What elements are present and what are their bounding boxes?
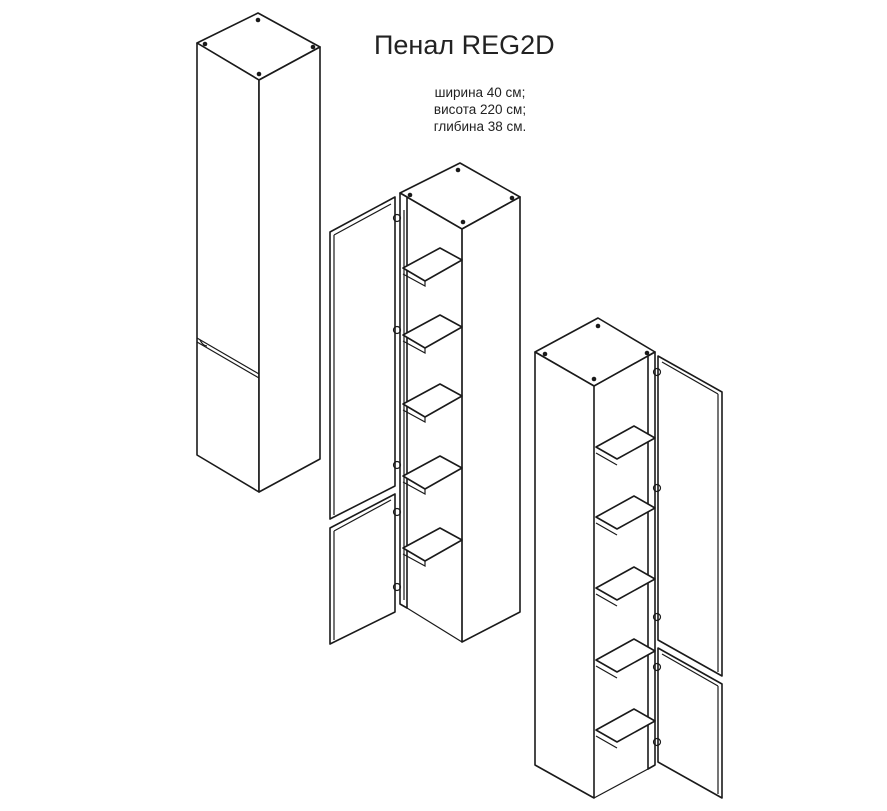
open-right-side-panel xyxy=(534,351,595,799)
open-right-upper-door xyxy=(657,355,723,677)
open-right-hinges xyxy=(652,367,662,747)
height-spec: висота 220 см; xyxy=(433,102,527,117)
closed-front-face xyxy=(196,42,260,493)
closed-side-panel xyxy=(258,46,321,493)
open-left-hinges xyxy=(392,213,402,592)
open-right-lower-door xyxy=(657,647,723,799)
open-left-upper-door xyxy=(329,196,396,520)
open-left-shelf xyxy=(402,247,463,282)
depth-spec: глибина 38 см. xyxy=(433,119,527,134)
cabinet-open-left-view xyxy=(329,162,521,645)
closed-door-gap xyxy=(196,337,260,379)
cabinet-open-right-view xyxy=(534,317,723,799)
cabinet-closed-view xyxy=(196,12,321,493)
open-left-side-panel xyxy=(461,196,521,643)
product-title: Пенал REG2D xyxy=(374,30,555,60)
width-spec: ширина 40 см; xyxy=(434,85,526,100)
open-left-lower-door xyxy=(329,493,396,645)
dimension-specs: ширина 40 см; висота 220 см; глибина 38 … xyxy=(395,84,565,135)
open-right-inner-side xyxy=(647,351,656,770)
open-right-shelf xyxy=(595,425,656,460)
